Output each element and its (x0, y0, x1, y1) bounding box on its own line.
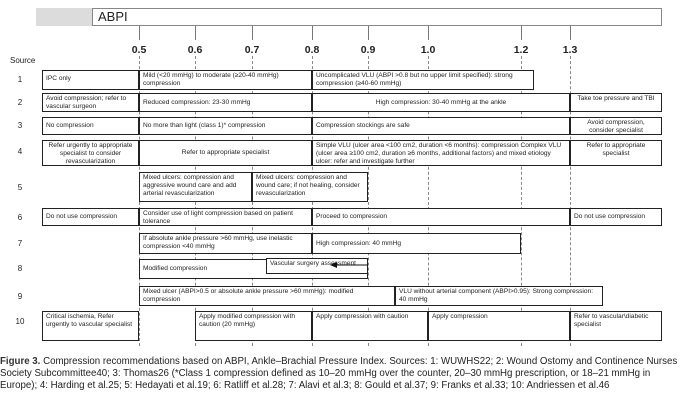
recommendation-cell: Take toe pressure and TBI (570, 93, 662, 112)
recommendation-cell: No compression (42, 117, 139, 135)
tick-label: 0.5 (131, 44, 147, 56)
tick-line (521, 26, 522, 40)
recommendation-cell: Mixed ulcers: compression and wound care… (252, 172, 368, 202)
row-number: 7 (17, 239, 23, 248)
recommendation-cell: Simple VLU (ulcer area <100 cm2, duratio… (312, 140, 570, 166)
tick-label: 0.7 (244, 44, 260, 56)
recommendation-cell: High compression: 30-40 mmHg at the ankl… (312, 93, 570, 112)
tick-gridline (368, 56, 369, 346)
recommendation-cell: Avoid compression; refer to vascular sur… (42, 93, 139, 112)
recommendation-cell: Refer to appropriate specialist (570, 140, 662, 166)
row-number: 6 (17, 213, 23, 222)
recommendation-cell: Uncomplicated VLU (ABPI >0.8 but no uppe… (312, 70, 534, 90)
compression-chart: ABPI 0.5 0.6 0.7 0.8 0.9 1.0 1.2 1.3 Sou… (10, 8, 662, 346)
tick-line (570, 26, 571, 40)
tick-label: 1.3 (562, 44, 578, 56)
tick-label: 0.9 (360, 44, 376, 56)
recommendation-cell: Mixed ulcer (ABPI>0.5 or absolute ankle … (139, 286, 395, 306)
recommendation-cell: Mild (<20 mmHg) to moderate (≥20-40 mmHg… (139, 70, 312, 90)
tick-line (195, 26, 196, 40)
recommendation-cell: Apply compression with caution (312, 311, 428, 341)
row-number: 9 (17, 292, 23, 301)
recommendation-cell: Apply compression (428, 311, 570, 341)
recommendation-cell: Apply modified compression with caution … (195, 311, 312, 341)
source-column-header: Source (10, 56, 36, 65)
figure-caption-text: Compression recommendations based on ABP… (0, 356, 678, 391)
tick-label: 0.6 (187, 44, 203, 56)
recommendation-cell: Avoid compression, consider specialist (570, 117, 662, 135)
recommendation-cell: Consider use of light compression based … (139, 208, 312, 226)
tick-line (368, 26, 369, 40)
recommendation-cell: Mixed ulcers: compression and aggressive… (139, 172, 252, 202)
recommendation-cell: Critical ischemia, Refer urgently to vas… (42, 311, 139, 341)
tick-line (252, 26, 253, 40)
recommendation-cell: No more than light (class 1)* compressio… (139, 117, 312, 135)
tick-gridline (570, 56, 571, 346)
arrow-left-icon (330, 262, 368, 268)
row-number: 1 (17, 75, 23, 84)
recommendation-cell: Compression stockings are safe (312, 117, 570, 135)
recommendation-cell: High compression: 40 mmHg (312, 233, 521, 254)
tick-line (312, 26, 313, 40)
recommendation-cell: Reduced compression: 23-30 mmHg (139, 93, 312, 112)
row-number: 2 (17, 98, 23, 107)
recommendation-cell: If absolute ankle pressure >60 mmHg, use… (139, 233, 312, 254)
row-number: 8 (17, 264, 23, 273)
recommendation-cell: Refer urgently to appropriate specialist… (42, 140, 139, 166)
recommendation-cell: Do not use compression (570, 208, 662, 226)
recommendation-cell: IPC only (42, 70, 139, 90)
recommendation-cell: Vascular surgery assessment (266, 258, 368, 274)
row-number: 5 (17, 183, 23, 192)
tick-gridline (521, 56, 522, 346)
recommendation-cell: VLU without arterial component (ABPI>0.9… (395, 286, 603, 306)
recommendation-cell: Refer to vascular\diabetic specialist (570, 311, 662, 341)
tick-gridline (428, 56, 429, 346)
tick-label: 1.0 (420, 44, 436, 56)
recommendation-cell: Refer to appropriate specialist (139, 140, 312, 166)
abpi-header: ABPI (92, 8, 662, 26)
figure-label: Figure 3. (0, 356, 41, 367)
recommendation-cell: Proceed to compression (312, 208, 570, 226)
tick-label: 0.8 (304, 44, 320, 56)
tick-line (428, 26, 429, 40)
row-number: 4 (17, 147, 23, 156)
tick-label: 1.2 (513, 44, 529, 56)
figure-caption: Figure 3. Compression recommendations ba… (0, 356, 680, 392)
recommendation-cell: Do not use compression (42, 208, 139, 226)
tick-line (139, 26, 140, 40)
row-number: 10 (15, 317, 25, 326)
row-number: 3 (17, 121, 23, 130)
